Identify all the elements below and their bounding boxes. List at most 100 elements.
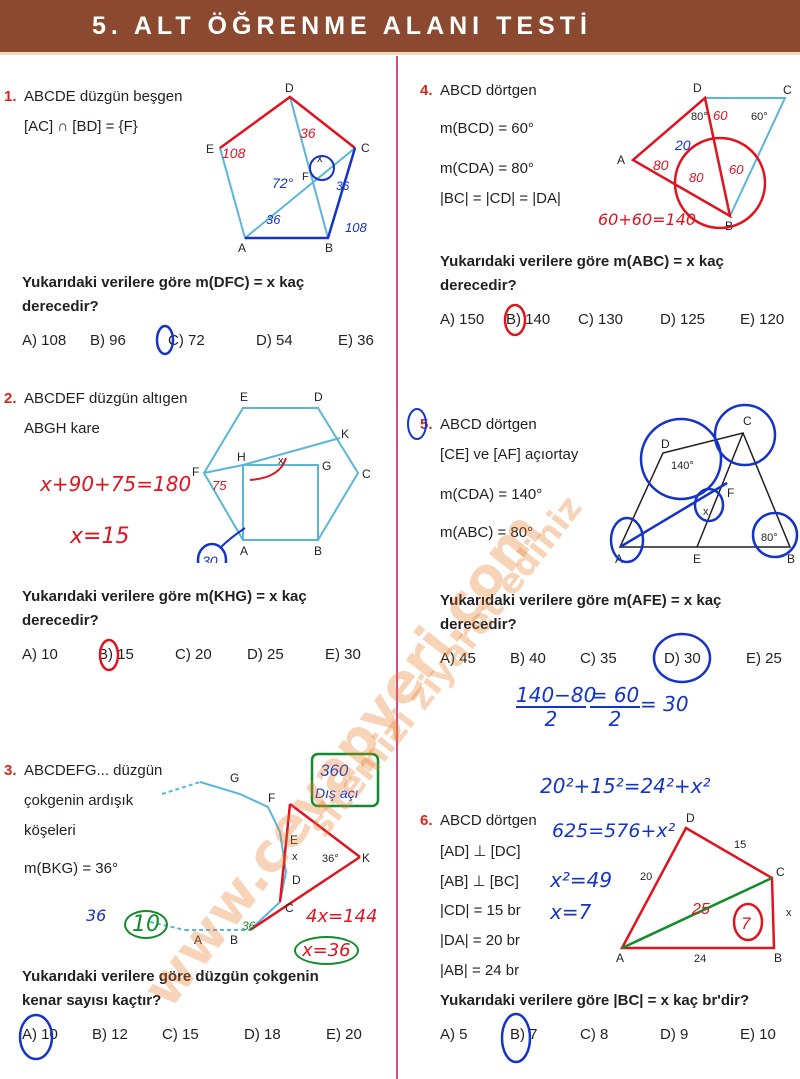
answer-circle: [407, 408, 427, 440]
figure-label: D: [314, 390, 323, 404]
figure-label: x: [786, 907, 792, 919]
option-b[interactable]: B) 12: [92, 1026, 128, 1043]
option-a[interactable]: A) 10: [22, 646, 58, 663]
figure-label: D: [292, 873, 301, 887]
question-number: 2.: [4, 390, 17, 407]
option-d[interactable]: D) 30: [664, 650, 701, 667]
figure-label: E: [290, 833, 298, 847]
option-d[interactable]: D) 25: [247, 646, 284, 663]
option-e[interactable]: E) 20: [326, 1026, 362, 1043]
question-number: 4.: [420, 82, 433, 99]
option-a[interactable]: A) 108: [22, 332, 67, 349]
handwriting: 4x=144: [306, 906, 378, 927]
handwriting: 80: [689, 170, 704, 185]
answer-circle: [652, 632, 712, 684]
handwriting: x=36: [294, 936, 359, 965]
handwriting: 20²+15²=24²+x²: [540, 774, 711, 798]
question-text: m(BKG) = 36°: [24, 860, 118, 877]
option-e[interactable]: E) 10: [740, 1026, 776, 1043]
question-prompt: derecedir?: [440, 277, 517, 294]
handwriting: 80: [653, 157, 669, 173]
figure-label: x: [292, 851, 298, 863]
question-prompt: Yukarıdaki verilere göre m(KHG) = x kaç: [22, 588, 307, 605]
figure-label: C: [361, 141, 370, 155]
answer-options: A) 108 B) 96 C) 72 D) 54 E) 36: [22, 332, 374, 349]
handwriting: Dış açı: [315, 785, 359, 801]
figure-label: 80°: [761, 532, 778, 544]
handwriting: = 60: [590, 683, 640, 708]
handwriting: 108: [345, 220, 367, 235]
question-number: 6.: [420, 812, 433, 829]
figure-label: A: [194, 933, 202, 947]
handwriting: 36: [242, 919, 256, 933]
handwriting: 75: [212, 478, 227, 493]
figure-label: D: [686, 811, 695, 825]
handwriting: 60: [729, 162, 744, 177]
figure-label: D: [693, 81, 702, 95]
pentagon-figure: D E C F x A B 108 36 72° 36 108 36: [206, 81, 370, 255]
figure-label: C: [776, 865, 785, 879]
question-text: ABCDE düzgün beşgen: [24, 88, 183, 105]
option-b[interactable]: B) 15: [98, 646, 134, 663]
figure-label: E: [206, 142, 214, 156]
option-e[interactable]: E) 36: [338, 332, 374, 349]
question-prompt: derecedir?: [440, 616, 517, 633]
option-d[interactable]: D) 9: [660, 1026, 689, 1043]
figure-label: K: [341, 427, 349, 441]
handwriting: 2: [608, 707, 622, 731]
option-d[interactable]: D) 125: [660, 311, 706, 328]
handwriting: 60: [713, 108, 728, 123]
question-text: |BC| = |CD| = |DA|: [440, 190, 561, 207]
question-text: |DA| = 20 br: [440, 932, 520, 949]
answer-options: A) 10 B) 15 C) 20 D) 25 E) 30: [22, 646, 361, 663]
answer-circle: [98, 638, 120, 672]
option-a[interactable]: A) 45: [440, 650, 476, 667]
figure-label: E: [693, 552, 701, 566]
option-c[interactable]: C) 35: [580, 650, 617, 667]
figure-label: G: [230, 771, 239, 785]
handwriting: 36: [300, 125, 316, 141]
question-prompt: Yukarıdaki verilere göre düzgün çokgenin: [22, 968, 319, 985]
figure-label: F: [302, 171, 309, 183]
option-c[interactable]: C) 15: [162, 1026, 199, 1043]
option-c[interactable]: C) 8: [580, 1026, 609, 1043]
figure-label: F: [727, 486, 734, 500]
option-b[interactable]: B) 40: [510, 650, 546, 667]
question-text: ABCDEF düzgün altıgen: [24, 390, 188, 407]
question-prompt: kenar sayısı kaçtır?: [22, 992, 162, 1009]
option-e[interactable]: E) 120: [740, 311, 785, 328]
question-text: ABCDEFG... düzgün: [24, 762, 163, 779]
figure-label: 80°: [691, 111, 708, 123]
figure-label: B: [314, 544, 322, 558]
figure-label: F: [192, 465, 199, 479]
option-d[interactable]: D) 18: [244, 1026, 281, 1043]
option-c[interactable]: C) 130: [578, 311, 624, 328]
column-divider: [396, 56, 398, 1079]
question-text: m(ABC) = 80°: [440, 524, 534, 541]
handwriting: 10: [124, 910, 168, 939]
figure-label: B: [774, 951, 782, 965]
question-text: m(CDA) = 80°: [440, 160, 534, 177]
handwriting: 7: [741, 914, 751, 933]
option-d[interactable]: D) 54: [256, 332, 293, 349]
option-a[interactable]: A) 5: [440, 1026, 468, 1043]
question-text: [AB] ⊥ [BC]: [440, 873, 519, 890]
option-b[interactable]: B) 96: [90, 332, 126, 349]
option-c[interactable]: C) 72: [168, 332, 205, 349]
option-a[interactable]: A) 150: [440, 311, 485, 328]
question-text: |AB| = 24 br: [440, 962, 520, 979]
figure-label: 60°: [751, 111, 768, 123]
option-a[interactable]: A) 10: [22, 1026, 58, 1043]
option-e[interactable]: E) 30: [325, 646, 361, 663]
question-prompt: Yukarıdaki verilere göre m(AFE) = x kaç: [440, 592, 722, 609]
option-b[interactable]: B) 140: [506, 311, 551, 328]
handwriting: 140−80: [516, 683, 597, 708]
quadrilateral-figure: D C 80° 60° A B 60 20 80 80 60: [617, 81, 792, 233]
handwriting: 36: [86, 906, 107, 925]
option-e[interactable]: E) 25: [746, 650, 782, 667]
handwriting: = 30: [640, 692, 689, 716]
answer-circle: [155, 324, 175, 356]
option-c[interactable]: C) 20: [175, 646, 212, 663]
figure-label: C: [285, 901, 294, 915]
figure-label: 36°: [322, 853, 339, 865]
